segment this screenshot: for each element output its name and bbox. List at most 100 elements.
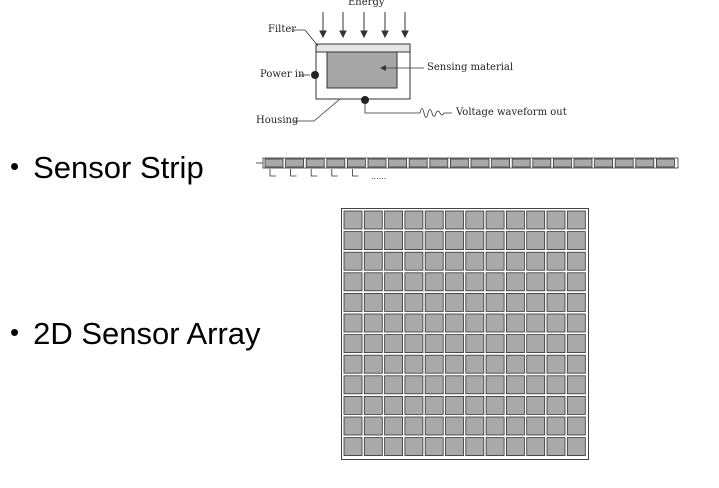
array-cell (343, 354, 363, 374)
bullet-dot: • (10, 317, 20, 347)
array-cell (465, 437, 485, 457)
array-cell (566, 375, 586, 395)
strip-cell (594, 158, 614, 168)
array-cell (546, 293, 566, 312)
array-cell (505, 395, 525, 415)
array-cell (404, 395, 424, 415)
array-cell (384, 334, 403, 353)
array-cell (485, 416, 505, 436)
array-cell (465, 210, 485, 230)
array-cell (546, 416, 566, 436)
array-cell (445, 293, 464, 312)
array-cell (526, 293, 546, 312)
array-cell (566, 334, 586, 353)
strip-housing (262, 157, 679, 169)
array-cell (363, 354, 383, 374)
array-cell (404, 231, 424, 251)
array-cell (566, 416, 586, 436)
array-cell (363, 313, 383, 333)
strip-cell (491, 158, 511, 168)
array-cell (445, 416, 464, 436)
array-cell (526, 375, 546, 395)
array-cell (546, 354, 566, 374)
array-cell (404, 334, 424, 353)
leader-lines (292, 29, 424, 122)
array-cell (485, 395, 505, 415)
voltage-waveform (419, 108, 452, 118)
array-cell (404, 272, 424, 292)
array-cell (526, 251, 546, 271)
bullet-dot: • (10, 151, 20, 181)
array-cell (424, 437, 444, 457)
strip-cell (470, 158, 490, 168)
strip-lead (269, 169, 276, 177)
array-cell (465, 251, 485, 271)
array-cell (384, 251, 403, 271)
filter-label: Filter (268, 24, 297, 35)
array-cell (384, 416, 403, 436)
array-cell (505, 210, 525, 230)
array-cell (384, 293, 403, 312)
array-cell (445, 334, 464, 353)
array-cell (526, 437, 546, 457)
array-cell (465, 395, 485, 415)
sensor-strip-bullet: • Sensor Strip (10, 152, 204, 183)
array-cell (384, 375, 403, 395)
strip-cell (285, 158, 305, 168)
array-cell (404, 375, 424, 395)
array-cell (505, 416, 525, 436)
array-cell (404, 313, 424, 333)
filter-plate (315, 43, 411, 53)
array-cell (363, 293, 383, 312)
array-cell (526, 210, 546, 230)
array-cell (384, 313, 403, 333)
array-cell (445, 210, 464, 230)
array-cell (445, 313, 464, 333)
array-cell (363, 210, 383, 230)
sensing-material-label: Sensing material (427, 62, 514, 73)
array-cell (445, 395, 464, 415)
array-cell (485, 210, 505, 230)
array-cell (404, 416, 424, 436)
array-cell (343, 437, 363, 457)
array-cell (566, 272, 586, 292)
array-cell (546, 313, 566, 333)
array-cell (566, 251, 586, 271)
array-cell (424, 354, 444, 374)
array-cell (404, 293, 424, 312)
voltage-waveform-label: Voltage waveform out (456, 107, 567, 118)
array-cell (485, 272, 505, 292)
array-cell (363, 272, 383, 292)
housing-label: Housing (256, 115, 299, 126)
array-cell (566, 293, 586, 312)
array-cell (566, 437, 586, 457)
array-cell (424, 416, 444, 436)
array-cell (546, 231, 566, 251)
strip-cell (532, 158, 552, 168)
array-cell (465, 272, 485, 292)
array-cell (424, 313, 444, 333)
array-cell (424, 210, 444, 230)
array-cell (404, 437, 424, 457)
array-cell (505, 293, 525, 312)
sensing-material (326, 51, 398, 89)
strip-cell (552, 158, 572, 168)
array-cell (343, 272, 363, 292)
array-cell (526, 354, 546, 374)
array-cell (485, 293, 505, 312)
array-cell (363, 395, 383, 415)
array-cell (363, 231, 383, 251)
array-cell (546, 210, 566, 230)
array-cell (465, 293, 485, 312)
strip-cell (367, 158, 387, 168)
strip-cell (635, 158, 655, 168)
strip-lead (352, 169, 359, 177)
array-cell (384, 395, 403, 415)
array-cell (363, 375, 383, 395)
array-cell (445, 231, 464, 251)
strip-cell (449, 158, 469, 168)
array-cell (343, 375, 363, 395)
array-cell (526, 334, 546, 353)
sensor-strip-label: Sensor Strip (33, 150, 204, 185)
array-cell (343, 210, 363, 230)
